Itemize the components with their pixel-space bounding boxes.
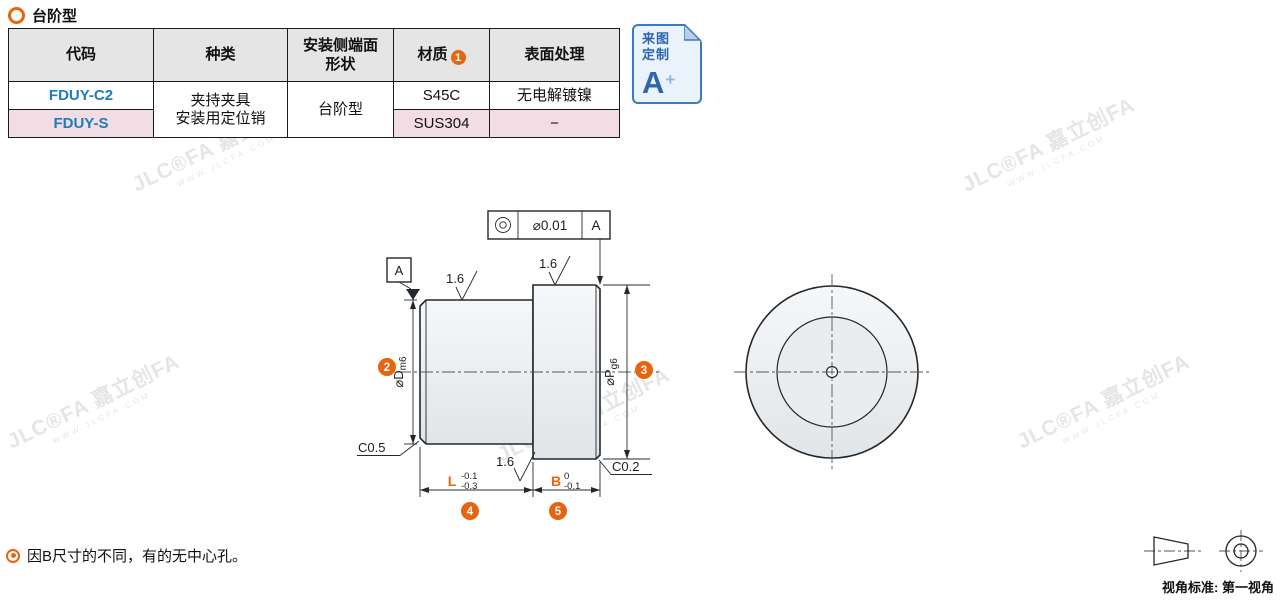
spec-badge-3: 3 bbox=[635, 361, 653, 379]
surface-cell: 无电解镀镍 bbox=[489, 81, 620, 110]
datum-triangle-icon bbox=[406, 289, 420, 300]
col-header-type: 种类 bbox=[153, 28, 288, 82]
svg-text:L: L bbox=[448, 473, 457, 489]
spec-badge-4: 4 bbox=[461, 502, 479, 520]
svg-text:1.6: 1.6 bbox=[496, 454, 514, 469]
svg-text:C0.5: C0.5 bbox=[358, 440, 385, 455]
material-cell: SUS304 bbox=[393, 109, 490, 138]
dim-d: ⌀Dm6 2 bbox=[378, 299, 417, 445]
col-header-surface: 表面处理 bbox=[489, 28, 620, 82]
dim-p: ⌀Pg6 3 bbox=[602, 284, 653, 460]
svg-text:1.6: 1.6 bbox=[539, 256, 557, 271]
page-title: 台阶型 bbox=[32, 8, 78, 25]
svg-text:4: 4 bbox=[467, 506, 474, 518]
chamfer-note-right: C0.2 bbox=[598, 459, 652, 475]
view-standard-label: 视角标准: 第一视角 bbox=[1162, 580, 1274, 595]
footnote-text: 因B尺寸的不同，有的无中心孔。 bbox=[27, 548, 248, 565]
spec-badge-5: 5 bbox=[549, 502, 567, 520]
custom-badge-text: 定制 bbox=[642, 47, 671, 62]
surface-cell: − bbox=[489, 109, 620, 138]
svg-text:-0.3: -0.3 bbox=[461, 481, 477, 492]
tolerance-value: ⌀0.01 bbox=[533, 218, 567, 233]
dim-b: B 0 -0.1 5 bbox=[533, 462, 601, 520]
front-view bbox=[734, 274, 930, 470]
table-row: FDUY-S SUS304 − bbox=[8, 109, 620, 138]
footnote: 因B尺寸的不同，有的无中心孔。 bbox=[6, 545, 247, 566]
chamfer-note-left: C0.5 bbox=[357, 440, 420, 456]
plus-icon: + bbox=[665, 70, 676, 89]
custom-badge-letter: A+ bbox=[642, 65, 676, 100]
roughness-icon-face: 1.6 bbox=[496, 451, 536, 482]
first-angle-projection-icon bbox=[1144, 530, 1263, 572]
datum-symbol: A bbox=[386, 257, 420, 300]
section-marker-icon bbox=[8, 7, 25, 24]
section-header: 台阶型 bbox=[8, 5, 77, 26]
concentricity-icon bbox=[495, 217, 511, 233]
col-header-code: 代码 bbox=[8, 28, 154, 82]
svg-text:5: 5 bbox=[555, 506, 562, 518]
svg-text:0: 0 bbox=[564, 471, 569, 482]
dim-l: L -0.1 -0.3 4 bbox=[419, 447, 534, 520]
folded-corner-icon bbox=[684, 24, 702, 42]
shape-cell: 台阶型 bbox=[287, 81, 394, 138]
datum-label: A bbox=[395, 263, 404, 278]
svg-text:B: B bbox=[551, 473, 561, 489]
svg-text:-0.1: -0.1 bbox=[564, 481, 580, 492]
watermark: JLC®FA 嘉立创FA WWW.JLCFA.COM bbox=[3, 350, 184, 454]
cone-side-view bbox=[1153, 536, 1189, 566]
svg-text:2: 2 bbox=[384, 362, 390, 374]
type-cell: 夹持夹具 安装用定位销 bbox=[153, 81, 288, 138]
col-header-shape: 安装侧端面 形状 bbox=[287, 28, 394, 82]
svg-text:C0.2: C0.2 bbox=[612, 459, 639, 474]
material-note-badge: 1 bbox=[450, 50, 466, 66]
side-view bbox=[398, 284, 662, 460]
technical-drawing: A ⌀Dm6 2 1.6 1.6 1.6 ⌀0.0 bbox=[357, 210, 930, 520]
spec-badge-2: 2 bbox=[378, 358, 396, 376]
roughness-icon-flange: 1.6 bbox=[539, 255, 571, 286]
svg-text:3: 3 bbox=[641, 365, 647, 377]
dim-p-label: ⌀Pg6 bbox=[602, 358, 620, 386]
roughness-icon-shaft: 1.6 bbox=[446, 270, 478, 301]
tolerance-datum: A bbox=[591, 218, 600, 233]
cone-end-view bbox=[1225, 535, 1257, 567]
part-code-link[interactable]: FDUY-S bbox=[8, 109, 154, 138]
material-cell: S45C bbox=[393, 81, 490, 110]
note-marker-icon bbox=[6, 548, 20, 563]
watermark: JLC®FA 嘉立创FA WWW.JLCFA.COM bbox=[958, 93, 1139, 197]
table-row: FDUY-C2 夹持夹具 安装用定位销 台阶型 S45C 无电解镀镍 bbox=[8, 81, 620, 138]
svg-text:1.6: 1.6 bbox=[446, 271, 464, 286]
svg-text:-0.1: -0.1 bbox=[461, 471, 477, 482]
dim-d-label: ⌀Dm6 bbox=[391, 356, 409, 388]
pin-flange bbox=[532, 284, 601, 460]
part-code-link[interactable]: FDUY-C2 bbox=[8, 81, 154, 110]
geometric-tolerance-frame: ⌀0.01 A bbox=[487, 210, 611, 285]
watermark: JLC®FA 嘉立创FA WWW.JLCFA.COM bbox=[1013, 350, 1194, 454]
custom-badge-text: 来图 bbox=[642, 31, 671, 46]
custom-drawing-badge[interactable]: 来图 定制 A+ bbox=[632, 24, 702, 104]
